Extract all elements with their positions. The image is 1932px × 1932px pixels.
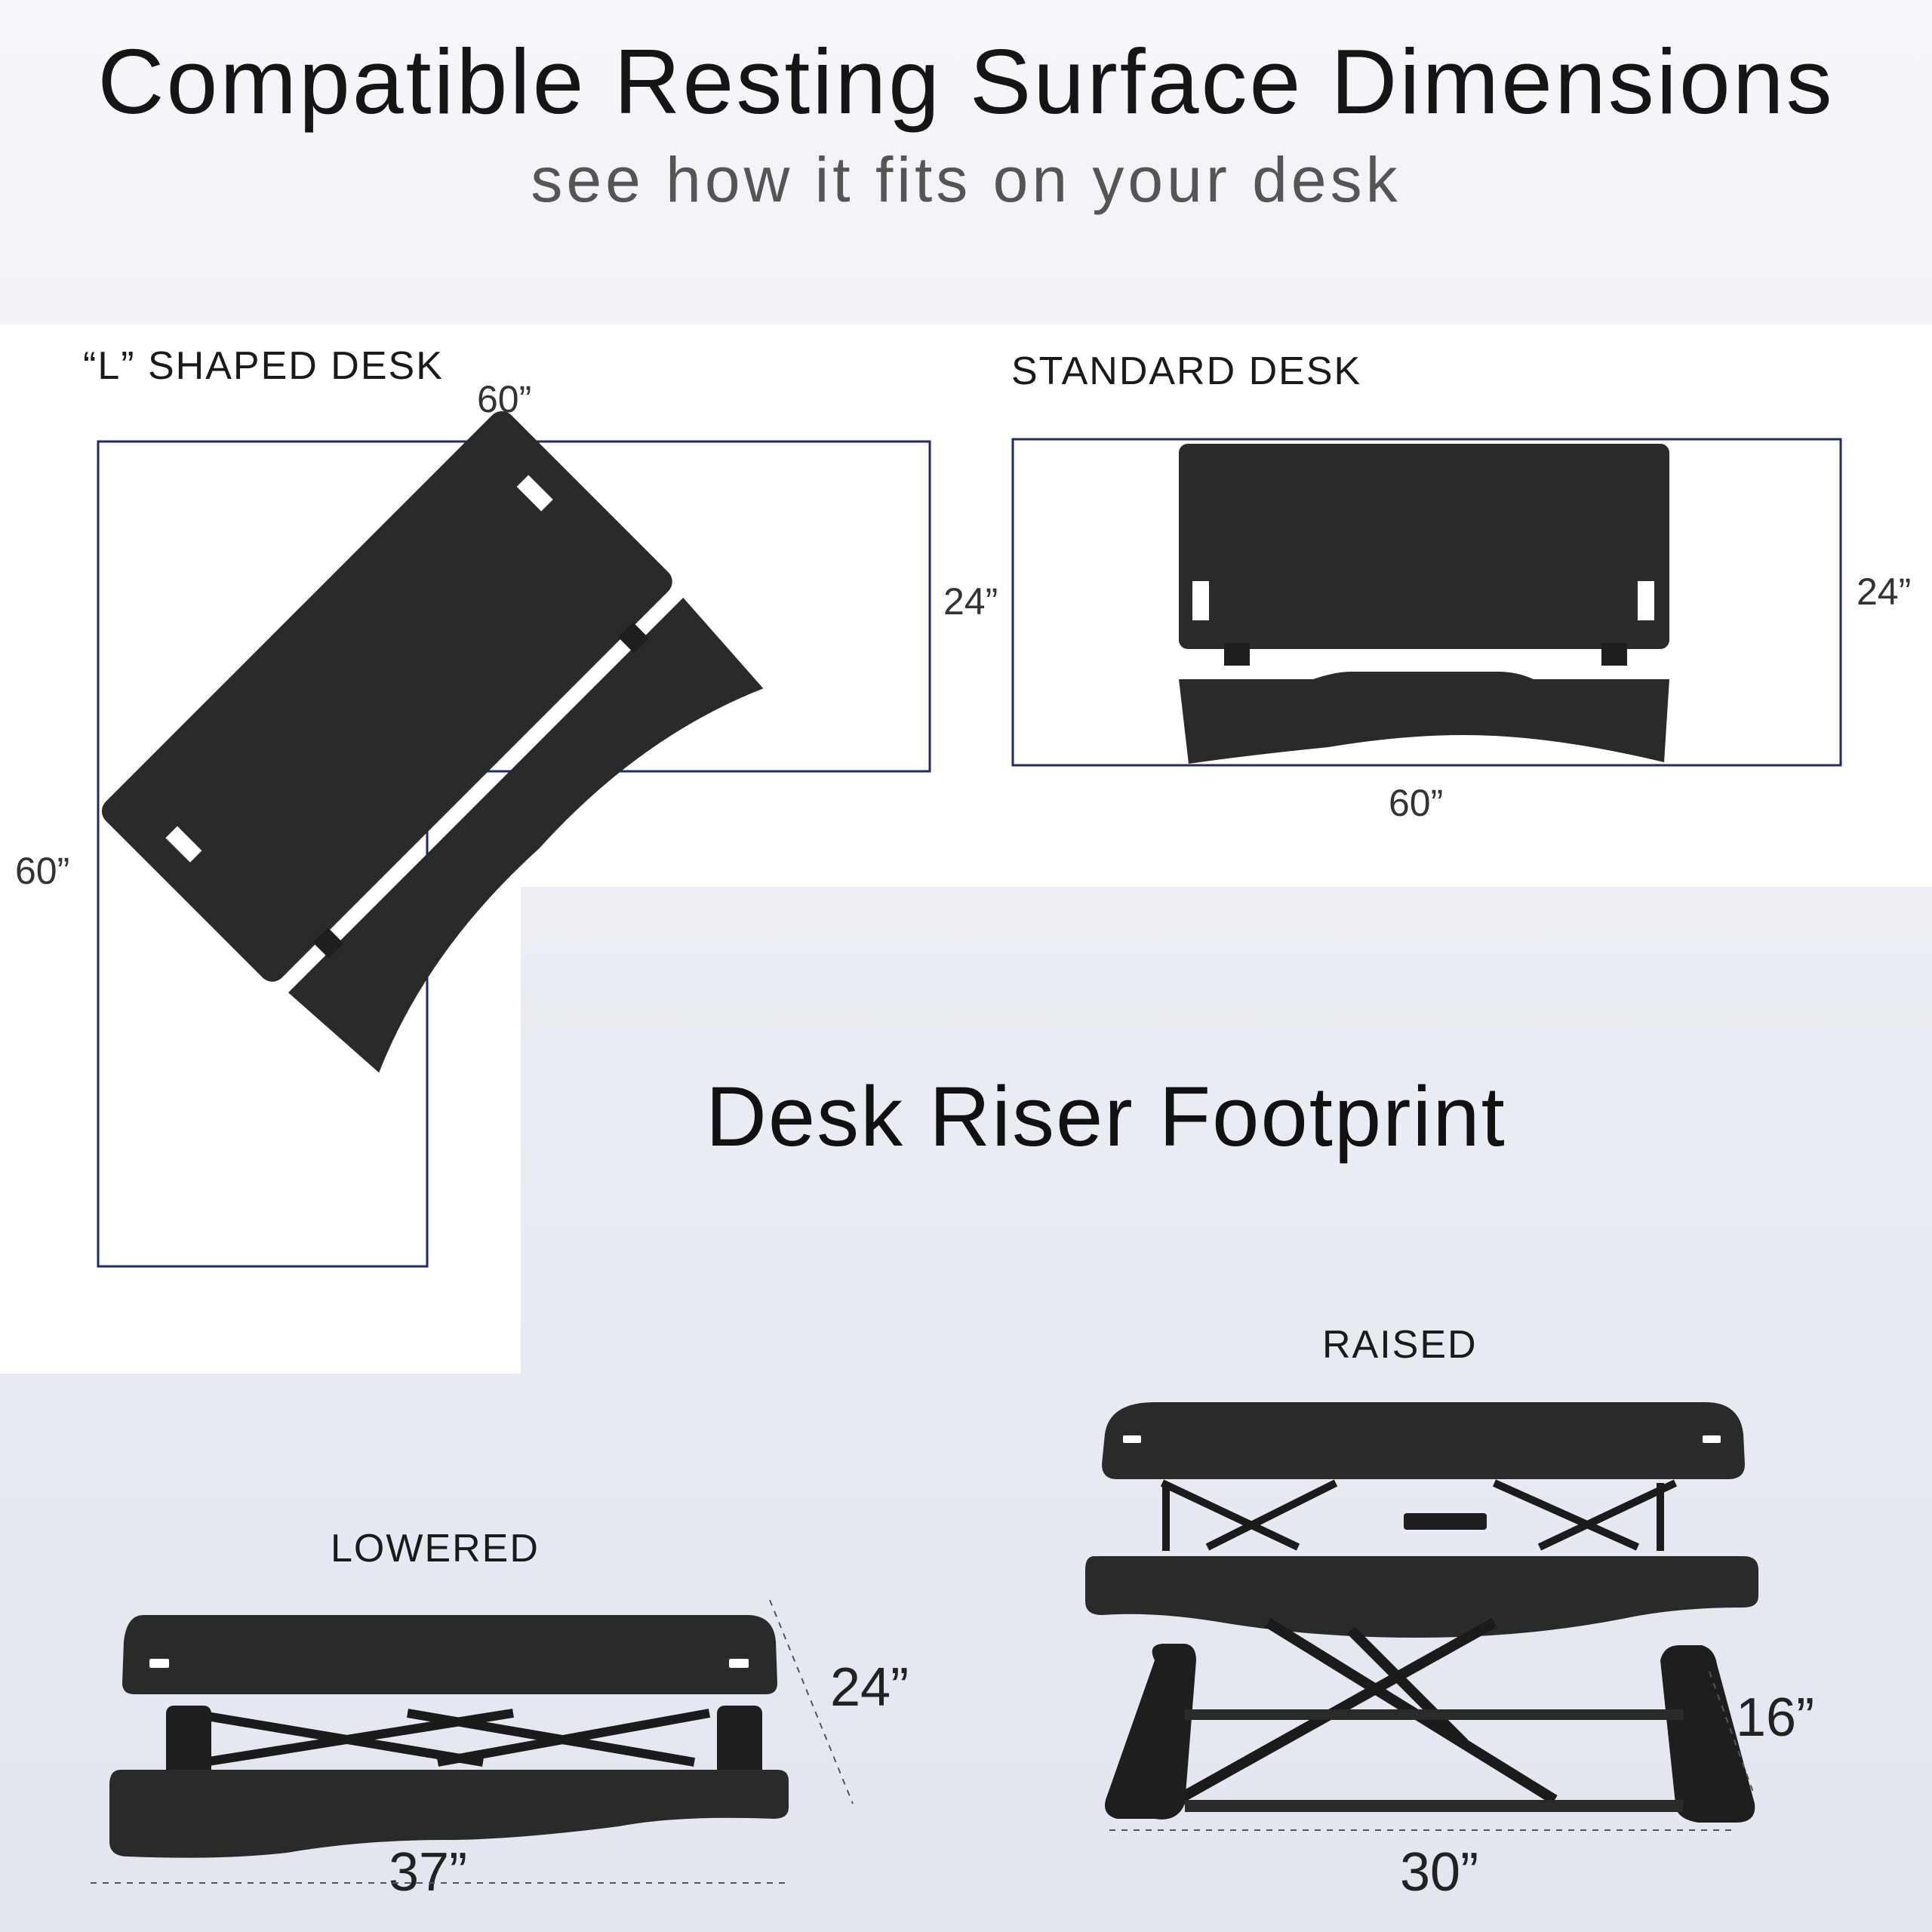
standard-desk-diagram bbox=[1011, 438, 1842, 767]
lowered-scissor-frame bbox=[188, 1709, 711, 1767]
raised-upper-frame bbox=[1160, 1479, 1678, 1551]
standard-desk-label: STANDARD DESK bbox=[1011, 349, 1362, 393]
lowered-depth-dim: 24” bbox=[830, 1657, 909, 1718]
lowered-top-surface bbox=[122, 1615, 777, 1694]
riser-topdown-rotated bbox=[101, 411, 764, 1073]
riser-top-surface bbox=[1179, 444, 1669, 649]
raised-keyboard-tray bbox=[1085, 1556, 1758, 1638]
lowered-width-dim: 37” bbox=[389, 1842, 468, 1903]
footprint-title: Desk Riser Footprint bbox=[706, 1069, 1506, 1164]
raised-riser-image bbox=[1085, 1402, 1758, 1831]
standard-desk-outline bbox=[1011, 438, 1842, 767]
raised-base bbox=[1105, 1644, 1755, 1823]
page-title: Compatible Resting Surface Dimensions bbox=[97, 30, 1835, 133]
page-subtitle: see how it fits on your desk bbox=[531, 144, 1401, 215]
raised-width-dim: 30” bbox=[1400, 1842, 1479, 1903]
l-desk-label: “L” SHAPED DESK bbox=[83, 344, 444, 388]
raised-label: RAISED bbox=[1322, 1323, 1478, 1367]
standard-desk-depth-dim: 24” bbox=[1857, 571, 1912, 613]
lowered-riser-image bbox=[91, 1600, 854, 1884]
l-desk-depth-dim: 24” bbox=[943, 580, 998, 623]
lowered-keyboard-tray bbox=[109, 1770, 789, 1858]
l-desk-length-dim: 60” bbox=[15, 850, 70, 892]
l-desk-outline-full bbox=[97, 411, 931, 1268]
raised-top-surface bbox=[1102, 1402, 1745, 1479]
raised-depth-dim: 16” bbox=[1736, 1687, 1815, 1748]
riser-keyboard-tray bbox=[1179, 672, 1669, 764]
lowered-label: LOWERED bbox=[331, 1527, 540, 1571]
standard-desk-width-dim: 60” bbox=[1389, 782, 1444, 824]
